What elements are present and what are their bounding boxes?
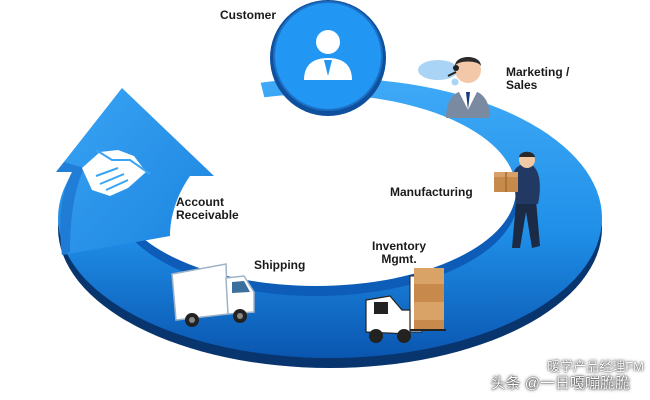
watermark-line-1: 暖学产品经理FM xyxy=(547,359,644,374)
delivery-truck-icon xyxy=(171,263,255,327)
handshake-icon xyxy=(82,149,151,196)
forklift-icon xyxy=(365,268,446,343)
sales-agent-icon xyxy=(446,57,490,118)
label-customer: Customer xyxy=(220,8,277,22)
label-manufacturing: Manufacturing xyxy=(390,185,473,199)
label-account-receivable: Account Receivable xyxy=(176,195,239,222)
customer-icon xyxy=(304,30,352,80)
label-inventory-mgmt: Inventory Mgmt. xyxy=(372,239,427,266)
watermark-line-2: 头条 @一日嘎嘣脆脆 xyxy=(490,375,630,392)
worker-with-box-icon xyxy=(494,151,540,248)
label-shipping: Shipping xyxy=(254,258,306,272)
label-marketing-sales: Marketing / Sales xyxy=(506,65,570,92)
